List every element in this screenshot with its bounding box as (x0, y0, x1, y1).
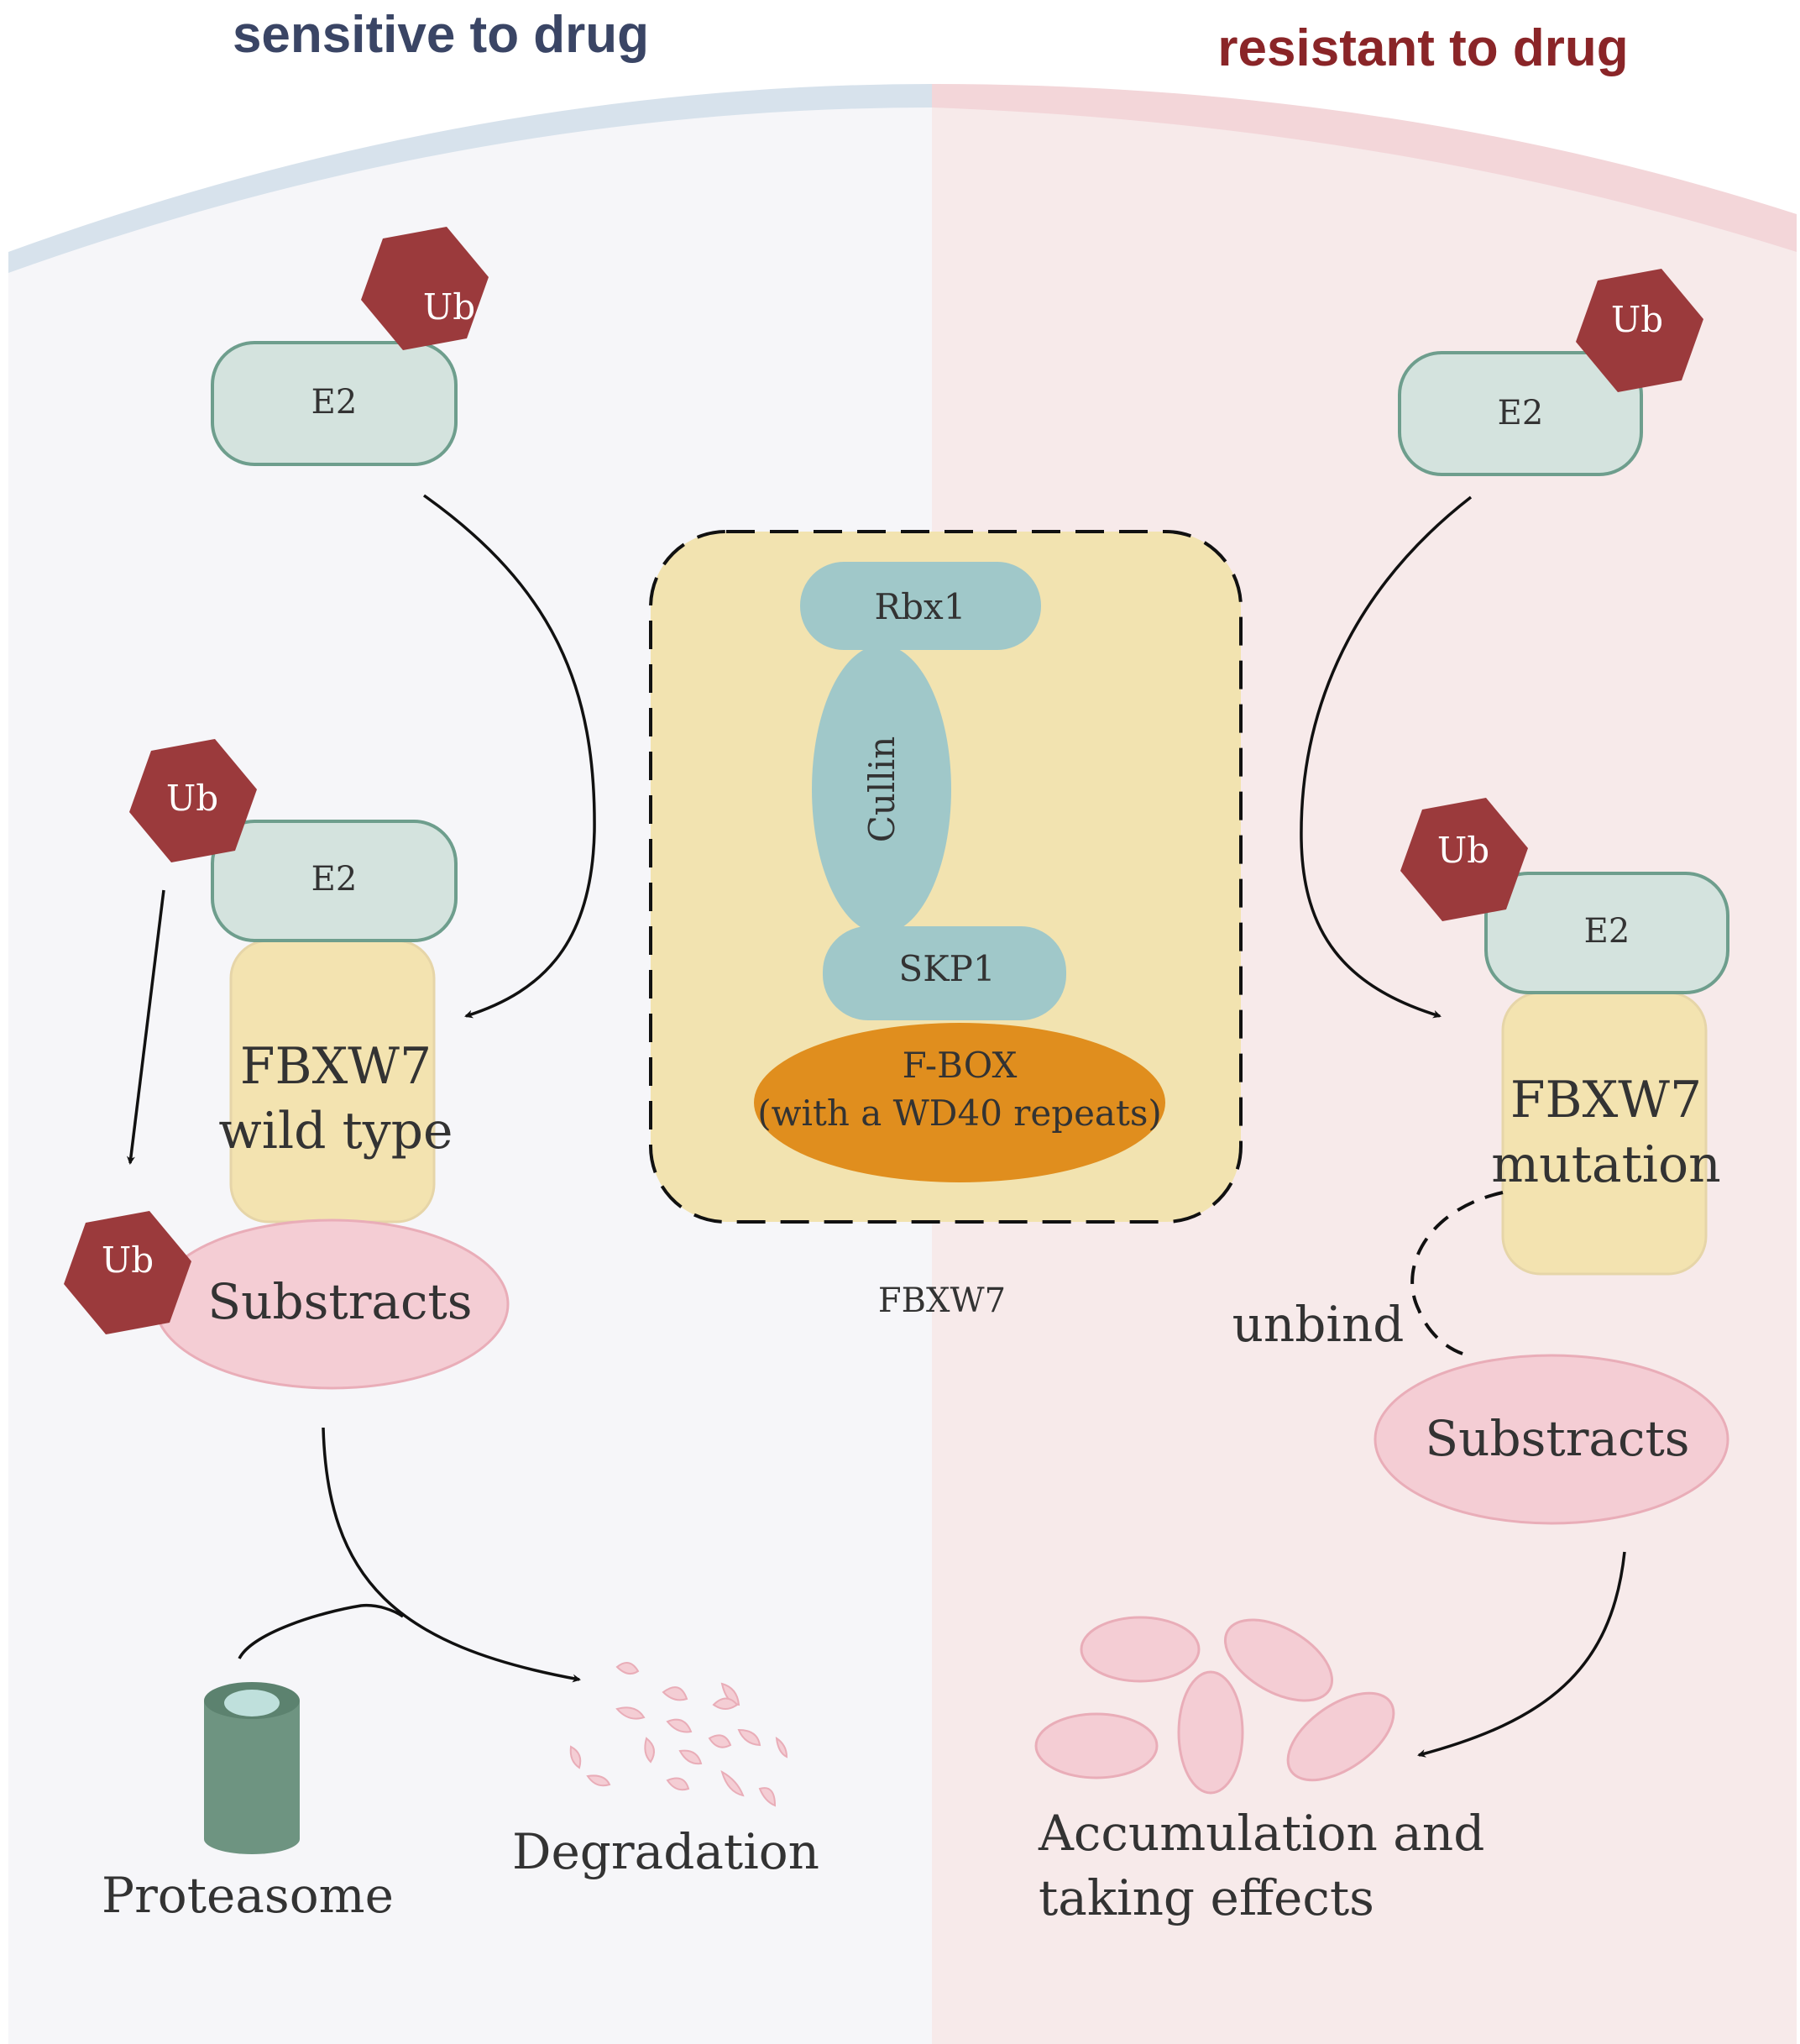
left-e2-top-group: E2 Ub (211, 227, 489, 466)
f-box-label-1: F-BOX (903, 1045, 1018, 1086)
right-ub-top (1576, 269, 1703, 392)
right-substracts (1374, 1354, 1729, 1525)
right-e2-top-group: E2 Ub (1398, 269, 1703, 476)
left-ub-top (361, 227, 489, 350)
right-fbxw7-mutation (1501, 991, 1708, 1276)
right-e2-mid-label: E2 (1584, 912, 1630, 951)
right-fbxw7-label-1: FBXW7 (1510, 1071, 1702, 1129)
left-e2-mid (211, 820, 458, 942)
skp1-label: SKP1 (898, 948, 995, 989)
right-e2-mid (1484, 872, 1729, 994)
cullin (812, 645, 951, 934)
rbx1-label: Rbx1 (875, 586, 966, 627)
degradation-label: Degradation (512, 1823, 819, 1880)
left-e2-top-label: E2 (311, 383, 358, 422)
f-box-label-2: (with a WD40 repeats) (757, 1093, 1162, 1134)
right-membrane (932, 84, 1797, 252)
heading-resistant: resistant to drug (1217, 19, 1628, 77)
proteasome-icon (204, 1682, 300, 1854)
left-ub-mid-label: Ub (166, 778, 218, 819)
complex-caption: FBXW7 (878, 1281, 1006, 1320)
right-complex-group: FBXW7 mutation E2 Ub (1400, 798, 1729, 1276)
left-arrow-to-degradation (322, 1427, 581, 1683)
right-ub-mid-label: Ub (1437, 830, 1489, 871)
left-arrow-proteasome-branch (238, 1603, 405, 1659)
left-fbxw7-label-2: wild type (218, 1102, 453, 1161)
skp1 (823, 926, 1066, 1020)
left-ub-mid (129, 739, 257, 862)
left-membrane (8, 84, 932, 273)
accumulated-substracts-icon (1034, 1616, 1395, 1795)
accumulation-label-2: taking effects (1039, 1869, 1374, 1926)
left-complex-group: FBXW7 wild type E2 Ub Substracts Ub (64, 739, 510, 1390)
left-ub-top-label: Ub (423, 286, 475, 328)
left-e2-mid-label: E2 (311, 860, 358, 899)
cullin-label: Cullin (861, 736, 903, 843)
right-e2-top-label: E2 (1498, 394, 1544, 432)
right-ub-mid (1400, 798, 1528, 921)
left-ub-sub-label: Ub (102, 1240, 154, 1281)
right-substracts-label: Substracts (1425, 1410, 1689, 1467)
heading-sensitive: sensitive to drug (233, 6, 649, 64)
left-ub-sub (64, 1211, 191, 1334)
left-arrow-ub-to-substract (127, 889, 165, 1165)
right-fbxw7-label-2: mutation (1491, 1135, 1721, 1194)
right-ub-top-label: Ub (1611, 299, 1663, 340)
right-arrow-e2-to-fbxw7 (1300, 495, 1473, 1019)
right-e2-top (1398, 351, 1643, 476)
unbind-label: unbind (1232, 1296, 1405, 1353)
rbx1 (800, 562, 1041, 650)
left-fbxw7-label-1: FBXW7 (240, 1037, 432, 1096)
degradation-fragments-icon (569, 1662, 788, 1807)
accumulation-label-1: Accumulation and (1038, 1805, 1484, 1862)
f-box (754, 1023, 1165, 1182)
left-e2-top (211, 341, 458, 466)
left-substracts-label: Substracts (207, 1273, 472, 1330)
left-arrow-e2-to-fbxw7 (422, 494, 596, 1019)
right-arrow-to-accumulation (1417, 1551, 1626, 1758)
proteasome-label: Proteasome (102, 1867, 394, 1924)
